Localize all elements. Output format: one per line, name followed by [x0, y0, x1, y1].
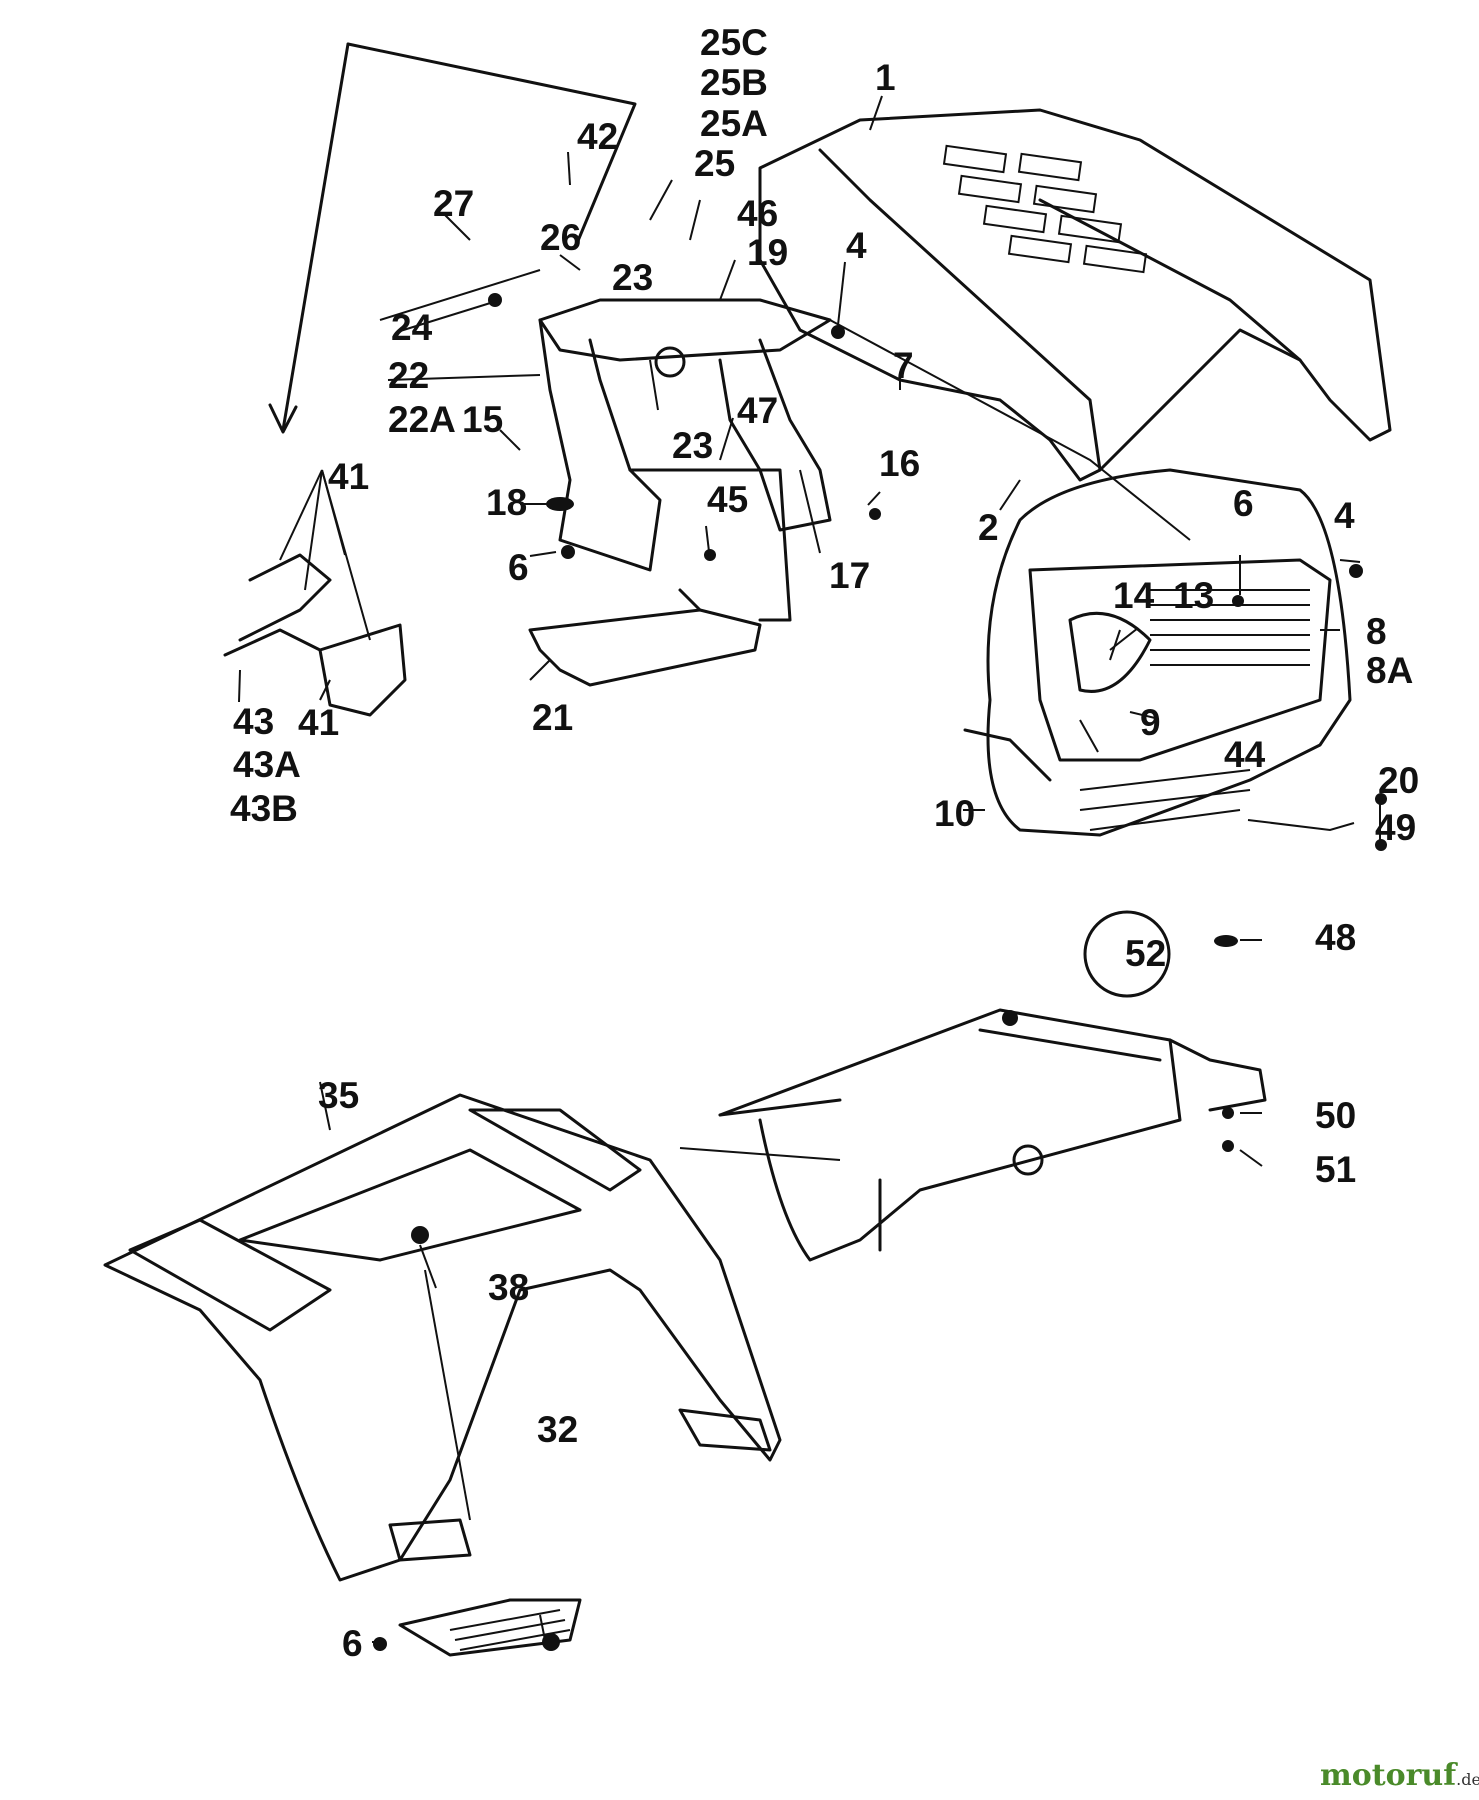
part-label: 45	[707, 479, 748, 520]
watermark: motoruf.de	[1320, 1758, 1479, 1793]
part-label: 8A	[1366, 650, 1413, 691]
part-label: 41	[328, 456, 369, 497]
hood-part	[758, 108, 1392, 482]
part-label: 25C	[700, 22, 768, 63]
part-label: 32	[537, 1409, 578, 1450]
mount-bracket-part	[528, 588, 762, 687]
step-plate-part	[398, 1598, 582, 1657]
part-label: 47	[737, 390, 778, 431]
part-label: 42	[577, 116, 618, 157]
part-label: 14	[1113, 575, 1155, 616]
part-label: 46	[737, 193, 778, 234]
pointer-arrow	[268, 42, 637, 434]
part-label: 10	[934, 793, 975, 834]
part-label: 51	[1315, 1149, 1356, 1190]
leader-lines	[238, 95, 1381, 1643]
part-label: 48	[1315, 917, 1356, 958]
part-label: 6	[1233, 483, 1254, 524]
dash-bracket-part	[538, 298, 1191, 622]
part-label: 25B	[700, 62, 768, 103]
part-label: 44	[1224, 734, 1266, 775]
part-label: 21	[532, 697, 573, 738]
part-label: 43A	[233, 744, 301, 785]
part-label: 43B	[230, 788, 298, 829]
part-label: 18	[486, 482, 527, 523]
part-label: 4	[846, 225, 867, 266]
part-label: 50	[1315, 1095, 1356, 1136]
part-label: 49	[1375, 807, 1416, 848]
part-label: 22A	[388, 399, 456, 440]
frame-part	[679, 1008, 1267, 1262]
switch-assembly-part	[223, 469, 407, 717]
grille-housing-part	[963, 468, 1352, 837]
part-label: 8	[1366, 611, 1387, 652]
part-label: 25	[694, 143, 735, 184]
part-label: 43	[233, 701, 274, 742]
part-label: 25A	[700, 103, 768, 144]
part-label: 27	[433, 183, 474, 224]
part-label: 38	[488, 1267, 529, 1308]
reference-circle	[1083, 910, 1171, 998]
fasteners	[373, 293, 1387, 1651]
part-label: 52	[1125, 933, 1166, 974]
part-label: 20	[1378, 760, 1419, 801]
part-label: 23	[672, 425, 713, 466]
part-label: 16	[879, 443, 920, 484]
part-label: 17	[829, 555, 870, 596]
part-label: 13	[1173, 575, 1214, 616]
part-label: 6	[508, 547, 529, 588]
part-label: 35	[318, 1075, 359, 1116]
part-label: 22	[388, 355, 429, 396]
watermark-tld: .de	[1456, 1770, 1479, 1789]
part-label: 9	[1140, 702, 1161, 743]
part-label: 6	[342, 1623, 363, 1664]
part-label: 23	[612, 257, 653, 298]
part-label: 41	[298, 702, 339, 743]
part-label: 24	[391, 307, 433, 348]
part-label: 7	[893, 345, 914, 386]
watermark-brand: motoruf	[1320, 1758, 1458, 1793]
part-label: 4	[1334, 495, 1355, 536]
part-label: 2	[978, 507, 999, 548]
fender-part	[103, 1093, 782, 1582]
part-label: 26	[540, 217, 581, 258]
part-labels: 1244666788A9101314151617181920212222A232…	[230, 22, 1419, 1664]
part-label: 1	[875, 57, 896, 98]
part-label: 15	[462, 399, 503, 440]
part-label: 19	[747, 232, 788, 273]
